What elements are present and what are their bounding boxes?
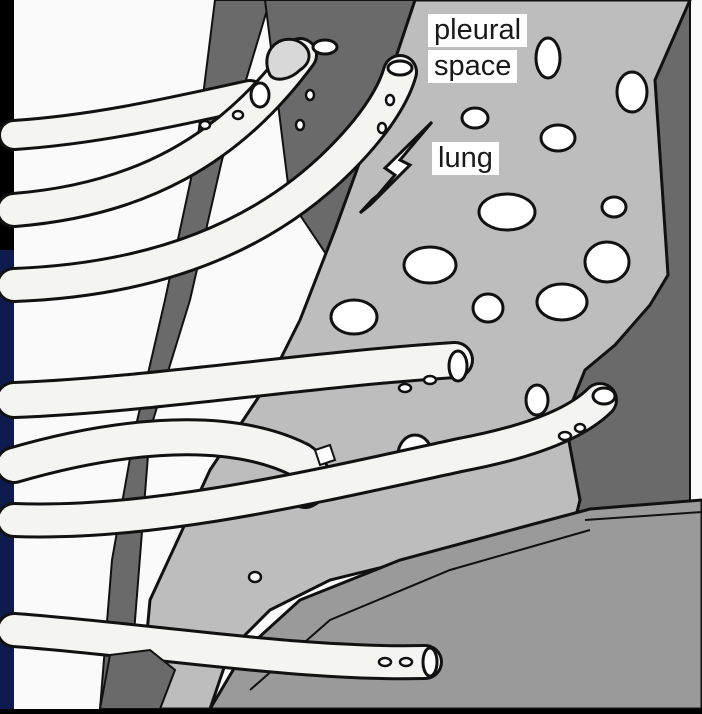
label-lung: lung — [432, 142, 499, 175]
label-pleural: pleural — [428, 14, 527, 47]
label-space: space — [428, 50, 517, 83]
